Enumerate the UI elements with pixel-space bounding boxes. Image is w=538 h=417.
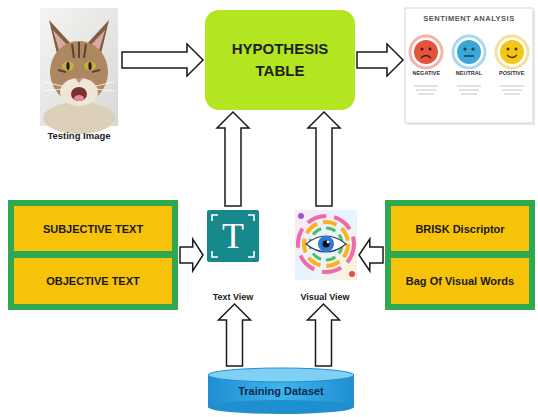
face-ring <box>453 36 485 68</box>
neutral-face <box>457 40 481 64</box>
pupil <box>323 241 330 248</box>
cat-pupil <box>66 62 69 70</box>
box-label: BRISK Discriptor <box>415 223 504 235</box>
box-label: SUBJECTIVE TEXT <box>43 223 143 235</box>
color-dot <box>298 213 304 219</box>
cat-pupil <box>88 62 91 70</box>
block-arrow <box>122 44 203 76</box>
cat-photo <box>40 8 118 134</box>
block-arrow <box>357 44 403 76</box>
view-label: Text View <box>213 292 254 302</box>
image-caption: Testing Image <box>47 130 110 141</box>
face-mouth <box>464 55 474 56</box>
swirl <box>298 216 354 272</box>
sentiment-card <box>405 8 535 125</box>
face-eye <box>429 48 432 51</box>
face-ring <box>496 36 528 68</box>
block-arrow <box>359 239 383 271</box>
feature-box: BRISK Discriptor <box>391 206 529 251</box>
face-eye <box>515 48 518 51</box>
iris <box>318 236 334 252</box>
face-eye <box>464 48 467 51</box>
swirl <box>304 222 348 266</box>
cylinder-bottom <box>208 400 354 414</box>
block-arrow <box>219 304 251 366</box>
image-node: SENTIMENT ANALYSIS NEGATIVENEUTRALPOSITIV… <box>405 8 533 123</box>
face-eye <box>421 48 424 51</box>
cat-head <box>50 41 108 103</box>
sentiment-label: POSITIVE <box>490 70 533 76</box>
cat-whiskers <box>44 82 114 91</box>
cat-muzzle <box>60 78 98 106</box>
face-mouth <box>507 55 517 58</box>
block-arrow <box>217 112 249 206</box>
cat-eye <box>84 62 96 71</box>
box-label: Bag Of Visual Words <box>406 275 514 287</box>
face-ring <box>410 36 442 68</box>
image-node: Visual View <box>293 208 357 302</box>
eye-highlight <box>327 241 330 244</box>
view-label: Visual View <box>300 292 349 302</box>
box-label: OBJECTIVE TEXT <box>46 275 140 287</box>
database-node: Training Dataset <box>208 368 354 414</box>
database-cylinder <box>208 368 354 414</box>
group-box: BRISK DiscriptorBag Of Visual Words <box>385 200 535 310</box>
cat-tongue <box>74 95 84 101</box>
cat-mouth <box>71 87 87 101</box>
color-dot <box>349 271 355 277</box>
face-mouth <box>421 56 431 59</box>
cat-eye <box>62 62 74 71</box>
icon-tile <box>207 210 259 262</box>
cylinder-top <box>208 368 354 382</box>
group-box: SUBJECTIVE TEXT OBJECTIVE TEXT <box>8 200 178 310</box>
feature-box: Bag Of Visual Words <box>391 258 529 304</box>
cat-nose <box>75 78 83 83</box>
database-label: Training Dataset <box>238 385 324 397</box>
cat-stripes <box>58 42 100 72</box>
eye-shape <box>306 236 346 252</box>
text-view-icon <box>207 210 259 262</box>
card-title: SENTIMENT ANALYSIS <box>423 14 514 23</box>
icon-glyph: T <box>222 210 244 262</box>
box-title: HYPOTHESIS TABLE <box>221 38 339 82</box>
card <box>405 8 533 123</box>
block-arrow <box>180 239 203 271</box>
image-node: Testing Image <box>38 8 120 158</box>
face-eye <box>507 48 510 51</box>
icon-node: T Text View <box>205 208 261 302</box>
feature-box: SUBJECTIVE TEXT <box>14 206 172 251</box>
positive-face <box>500 40 524 64</box>
feature-box: OBJECTIVE TEXT <box>14 258 172 304</box>
face-eye <box>472 48 475 51</box>
process-box: HYPOTHESIS TABLE <box>205 10 355 110</box>
block-arrow <box>308 112 340 206</box>
picture-ground <box>295 210 357 280</box>
cat-chest <box>43 102 115 134</box>
sentiment-label: NEUTRAL <box>448 70 491 76</box>
sentiment-label: NEGATIVE <box>405 70 448 76</box>
block-arrow <box>308 304 340 366</box>
negative-face <box>414 40 438 64</box>
description-lines <box>414 86 524 94</box>
visual-view-picture <box>295 210 357 280</box>
